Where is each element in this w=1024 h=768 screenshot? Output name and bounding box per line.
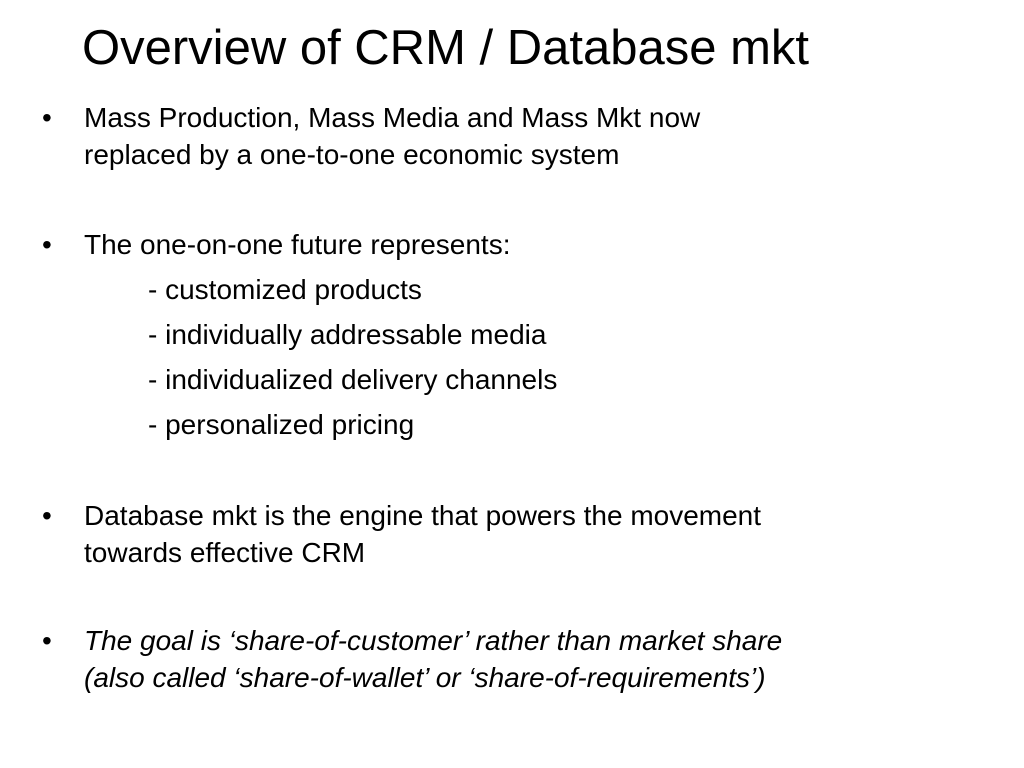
bullet-line: The one-on-one future represents:	[84, 229, 511, 260]
bullet-item-1: • Mass Production, Mass Media and Mass M…	[42, 99, 972, 173]
bullet-item-2: • The one-on-one future represents:	[42, 226, 972, 263]
sub-item-delivery-channels: - individualized delivery channels	[148, 364, 558, 395]
bullet-line: towards effective CRM	[84, 537, 366, 568]
bullet-line: replaced by a one-to-one economic system	[84, 139, 620, 170]
slide-title: Overview of CRM / Database mkt	[82, 21, 810, 75]
bullet-line: Mass Production, Mass Media and Mass Mkt…	[84, 102, 701, 133]
bullet-dot: •	[42, 229, 52, 260]
bullet-dot: •	[42, 500, 52, 531]
bullet-item-4: • The goal is ‘share-of-customer’ rather…	[42, 622, 972, 696]
bullet-line: (also called ‘share-of-wallet’ or ‘share…	[84, 662, 766, 693]
bullet-item-3: • Database mkt is the engine that powers…	[42, 497, 972, 571]
bullet-line: The goal is ‘share-of-customer’ rather t…	[84, 625, 783, 656]
bullet-dot: •	[42, 625, 52, 656]
sub-item-personalized-pricing: - personalized pricing	[148, 409, 415, 440]
sub-item-customized-products: - customized products	[148, 274, 422, 305]
bullet-line: Database mkt is the engine that powers t…	[84, 500, 762, 531]
bullet-dot: •	[42, 102, 52, 133]
sub-item-addressable-media: - individually addressable media	[148, 319, 547, 350]
